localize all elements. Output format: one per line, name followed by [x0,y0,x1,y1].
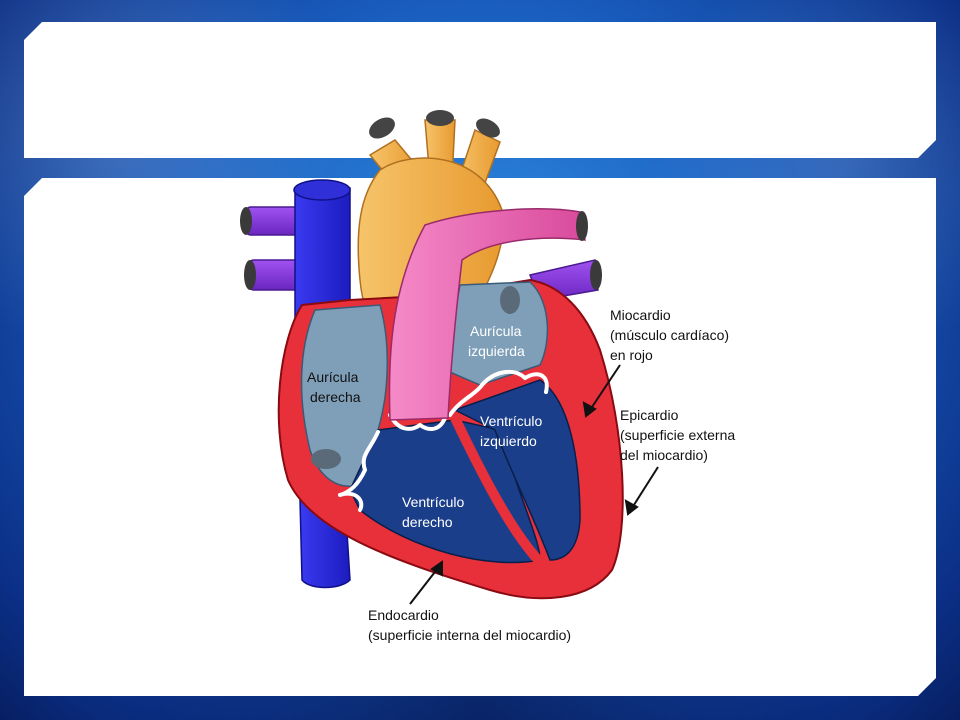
label-epicardio-2: (superficie externa [620,427,735,443]
label-epicardio-3: del miocardio) [620,447,708,463]
label-endocardio-1: Endocardio [368,607,439,623]
label-miocardio-1: Miocardio [610,307,671,323]
heart-diagram: Aurícula derecha Aurícula izquierda Vent… [240,110,735,643]
label-miocardio-3: en rojo [610,347,653,363]
arrow-miocardio [589,364,621,411]
arrow-epicardio [631,466,659,509]
septum [450,415,544,566]
label-auricula-derecha-1: Aurícula [307,369,359,385]
vein-opening-left [500,286,520,314]
left-atrium [444,281,549,386]
label-auricula-izquierda-2: izquierda [468,343,525,359]
label-ventriculo-derecho-2: derecho [402,514,453,530]
pulmonary-artery [388,208,588,421]
label-ventriculo-izquierdo-1: Ventrículo [480,413,542,429]
pointer-arrows [409,364,659,605]
left-ventricle [453,379,581,561]
vein-opening [311,449,341,469]
label-auricula-izquierda-1: Aurícula [470,323,522,339]
label-epicardio-1: Epicardio [620,407,679,423]
right-atrium [300,304,388,487]
label-ventriculo-izquierdo-2: izquierdo [480,433,537,449]
label-miocardio-2: (músculo cardíaco) [610,327,729,343]
label-ventriculo-derecho-1: Ventrículo [402,494,464,510]
label-endocardio-2: (superficie interna del miocardio) [368,627,571,643]
label-auricula-derecha-2: derecha [310,389,361,405]
arrow-endocardio [409,567,439,605]
